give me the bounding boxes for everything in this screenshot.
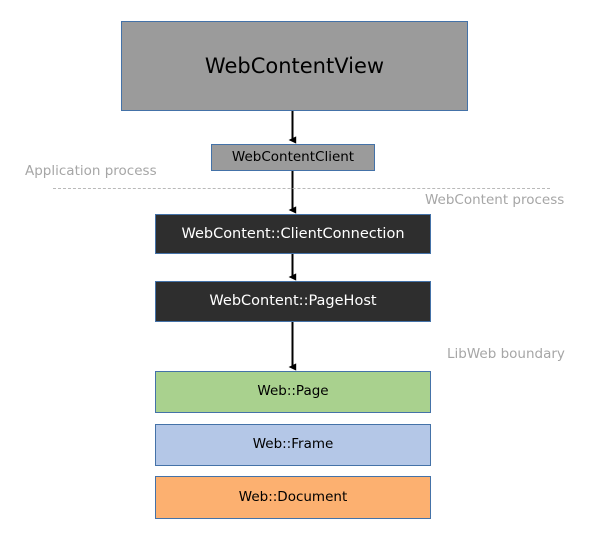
node-web-page[interactable]: Web::Page — [155, 371, 431, 413]
process-boundary-divider — [53, 188, 550, 189]
zone-label-libweb-boundary: LibWeb boundary — [447, 346, 565, 362]
node-web-document[interactable]: Web::Document — [155, 476, 431, 519]
node-webcontentview[interactable]: WebContentView — [121, 21, 468, 111]
zone-label-webcontent-process: WebContent process — [425, 192, 565, 208]
node-webcontentclient[interactable]: WebContentClient — [211, 144, 375, 171]
node-webcontent-clientconnection[interactable]: WebContent::ClientConnection — [155, 214, 431, 254]
node-web-frame[interactable]: Web::Frame — [155, 424, 431, 466]
node-webcontent-pagehost[interactable]: WebContent::PageHost — [155, 281, 431, 322]
zone-label-application-process: Application process — [25, 163, 157, 179]
